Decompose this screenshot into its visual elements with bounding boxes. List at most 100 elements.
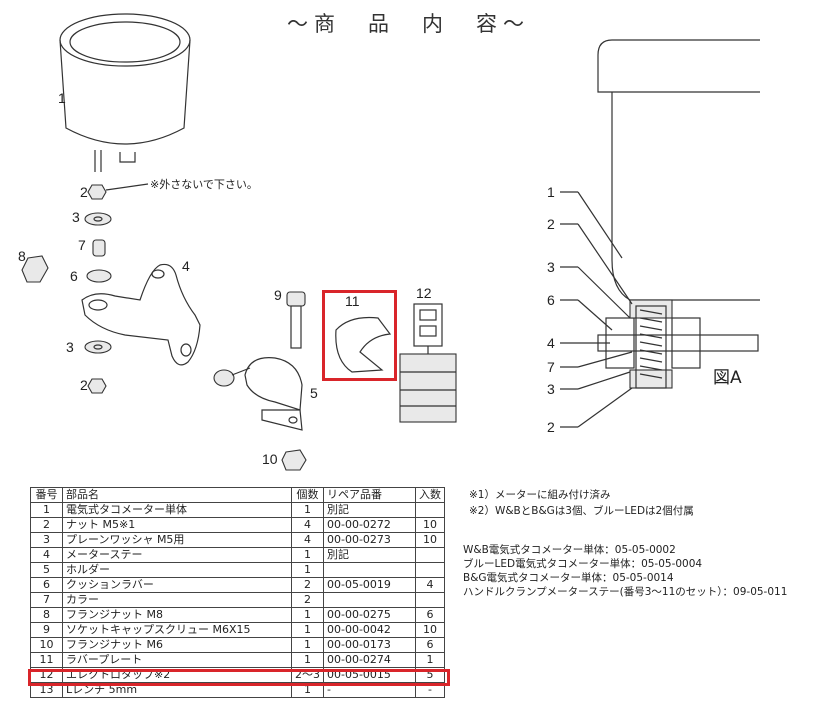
table-cell: 10 bbox=[415, 622, 445, 638]
table-cell: 3 bbox=[30, 532, 63, 548]
flange-nut-10 bbox=[281, 449, 307, 471]
cushion-rubber-6-top bbox=[86, 269, 112, 283]
part-label-12: 12 bbox=[416, 285, 432, 301]
table-cell: 2 bbox=[291, 577, 324, 593]
table-cell: 8 bbox=[30, 607, 63, 623]
table-cell: 4 bbox=[291, 532, 324, 548]
table-cell: 1 bbox=[291, 547, 324, 563]
table-cell bbox=[415, 592, 445, 608]
table-cell: 別記 bbox=[323, 502, 416, 518]
part-label-9: 9 bbox=[274, 287, 282, 303]
table-cell: ホルダー bbox=[62, 562, 292, 578]
table-cell: 2 bbox=[291, 592, 324, 608]
table-cell bbox=[415, 562, 445, 578]
socket-cap-screw-9 bbox=[286, 291, 306, 307]
svg-text:4: 4 bbox=[547, 335, 555, 351]
table-cell: 別記 bbox=[323, 547, 416, 563]
header-pack-qty: 入数 bbox=[415, 487, 445, 503]
header-number: 番号 bbox=[30, 487, 63, 503]
meter-stay-4 bbox=[81, 263, 201, 366]
table-cell: 00-00-0272 bbox=[323, 517, 416, 533]
holder-5 bbox=[213, 357, 303, 431]
electro-tap-12 bbox=[399, 303, 457, 423]
table-cell: カラー bbox=[62, 592, 292, 608]
table-cell: フランジナット M6 bbox=[62, 637, 292, 653]
table-cell: 10 bbox=[30, 637, 63, 653]
washer-3-bottom bbox=[84, 340, 112, 354]
washer-3-top bbox=[84, 212, 112, 226]
note-4: ブルーLED電気式タコメーター単体：05-05-0004 bbox=[463, 558, 703, 570]
highlight-box-part-11 bbox=[322, 290, 397, 381]
svg-text:7: 7 bbox=[547, 359, 555, 375]
table-cell: 00-05-0019 bbox=[323, 577, 416, 593]
part-label-2b: 2 bbox=[80, 377, 88, 393]
nut-2-top bbox=[87, 184, 107, 200]
part-label-1: 1 bbox=[58, 90, 66, 106]
table-cell: 6 bbox=[30, 577, 63, 593]
table-cell: フランジナット M8 bbox=[62, 607, 292, 623]
table-cell: 4 bbox=[30, 547, 63, 563]
table-cell: 6 bbox=[415, 607, 445, 623]
table-cell: 4 bbox=[291, 517, 324, 533]
table-cell: 00-00-0275 bbox=[323, 607, 416, 623]
table-cell: 1 bbox=[291, 607, 324, 623]
table-cell: 1 bbox=[415, 652, 445, 668]
table-cell: クッションラバー bbox=[62, 577, 292, 593]
flange-nut-8 bbox=[21, 255, 49, 283]
table-cell: 1 bbox=[291, 562, 324, 578]
table-cell: ナット M5※1 bbox=[62, 517, 292, 533]
part-label-6: 6 bbox=[70, 268, 78, 284]
part-label-3: 3 bbox=[72, 209, 80, 225]
table-cell: 7 bbox=[30, 592, 63, 608]
header-repair-number: リペア品番 bbox=[323, 487, 416, 503]
part-label-2: 2 bbox=[80, 184, 88, 200]
table-cell: 4 bbox=[415, 577, 445, 593]
table-cell: 00-00-0273 bbox=[323, 532, 416, 548]
table-cell: ソケットキャップスクリュー M6X15 bbox=[62, 622, 292, 638]
part-label-8: 8 bbox=[18, 248, 26, 264]
part-label-3b: 3 bbox=[66, 339, 74, 355]
table-cell: 1 bbox=[291, 502, 324, 518]
figure-a-label: 図A bbox=[713, 368, 742, 388]
table-cell bbox=[415, 547, 445, 563]
table-cell bbox=[323, 592, 416, 608]
table-cell: 1 bbox=[30, 502, 63, 518]
table-cell: ラバープレート bbox=[62, 652, 292, 668]
table-cell: 5 bbox=[30, 562, 63, 578]
table-header-row: 番号 部品名 個数 リペア品番 入数 bbox=[30, 487, 445, 503]
header-quantity: 個数 bbox=[291, 487, 324, 503]
table-cell bbox=[323, 562, 416, 578]
nut-2-bottom bbox=[87, 378, 107, 394]
part-label-7: 7 bbox=[78, 237, 86, 253]
svg-text:2: 2 bbox=[547, 419, 555, 435]
table-cell: 6 bbox=[415, 637, 445, 653]
svg-text:6: 6 bbox=[547, 292, 555, 308]
table-cell: メーターステー bbox=[62, 547, 292, 563]
part-label-4: 4 bbox=[182, 258, 190, 274]
note-1: ※1）メーターに組み付け済み bbox=[469, 489, 611, 501]
note-6: ハンドルクランプメーターステー(番号3～11のセット）：09-05-011 bbox=[463, 586, 788, 598]
note-5: B&G電気式タコメーター単体：05-05-0014 bbox=[463, 572, 674, 584]
part-label-5: 5 bbox=[310, 385, 318, 401]
svg-text:1: 1 bbox=[547, 184, 555, 200]
exploded-parts-diagram: 1 2 ※外さないで下さい。 3 7 8 6 4 3 2 9 11 12 5 bbox=[18, 13, 760, 471]
table-cell: 00-00-0274 bbox=[323, 652, 416, 668]
table-cell: 1 bbox=[291, 637, 324, 653]
table-cell: 電気式タコメーター単体 bbox=[62, 502, 292, 518]
table-cell: 10 bbox=[415, 517, 445, 533]
collar-7 bbox=[92, 239, 106, 257]
table-cell: 11 bbox=[30, 652, 63, 668]
svg-text:3: 3 bbox=[547, 259, 555, 275]
figure-a-cross-section bbox=[597, 39, 760, 389]
